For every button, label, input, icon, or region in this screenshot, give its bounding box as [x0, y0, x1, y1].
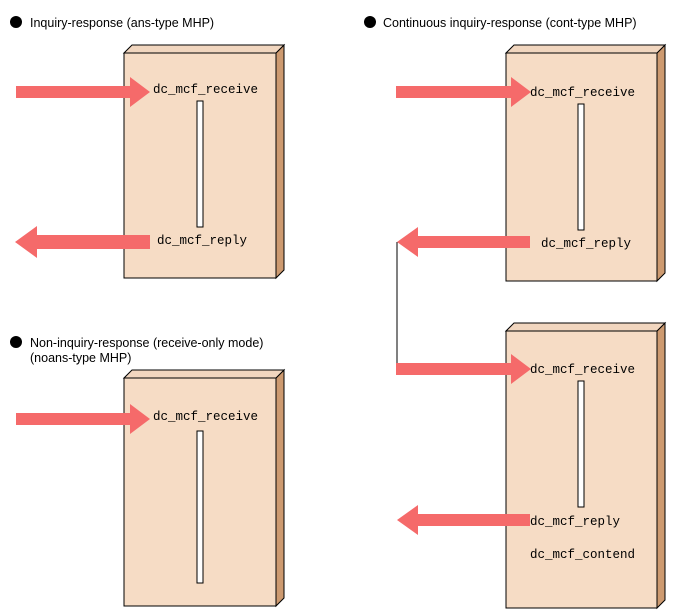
receive-label: dc_mcf_receive	[153, 410, 258, 424]
reply-label: dc_mcf_reply	[157, 234, 248, 248]
incoming-arrow-icon	[396, 77, 531, 107]
processing-bar	[577, 103, 585, 231]
bullet-icon	[10, 16, 22, 28]
contend-label: dc_mcf_contend	[530, 548, 635, 562]
receive-label: dc_mcf_receive	[153, 83, 258, 97]
incoming-arrow-icon	[396, 354, 531, 384]
bullet-icon	[364, 16, 376, 28]
box-side	[656, 321, 666, 610]
continuous-inquiry-response-title: Continuous inquiry-response (cont-type M…	[383, 16, 637, 30]
first-reply-label: dc_mcf_reply	[541, 237, 632, 251]
incoming-arrow-icon	[16, 404, 150, 434]
box-side	[275, 368, 285, 608]
box-side	[275, 43, 285, 280]
processing-bar	[196, 100, 204, 228]
outgoing-arrow-icon	[397, 227, 530, 257]
inquiry-response-title: Inquiry-response (ans-type MHP)	[30, 16, 214, 30]
outgoing-arrow-icon	[397, 505, 530, 535]
box-top	[122, 369, 286, 379]
processing-bar	[196, 430, 204, 584]
processing-bar	[577, 380, 585, 508]
box-side	[656, 43, 666, 283]
first-receive-label: dc_mcf_receive	[530, 86, 635, 100]
box-top	[504, 44, 667, 54]
outgoing-arrow-icon	[15, 226, 150, 258]
second-reply-label: dc_mcf_reply	[530, 515, 621, 529]
non-inquiry-response-subtitle: (noans-type MHP)	[30, 351, 131, 365]
second-receive-label: dc_mcf_receive	[530, 363, 635, 377]
non-inquiry-response-title: Non-inquiry-response (receive-only mode)	[30, 336, 263, 350]
incoming-arrow-icon	[16, 77, 150, 107]
box-top	[122, 44, 286, 54]
bullet-icon	[10, 336, 22, 348]
non-inquiry-response-process-box	[122, 368, 286, 608]
box-top	[504, 322, 667, 332]
